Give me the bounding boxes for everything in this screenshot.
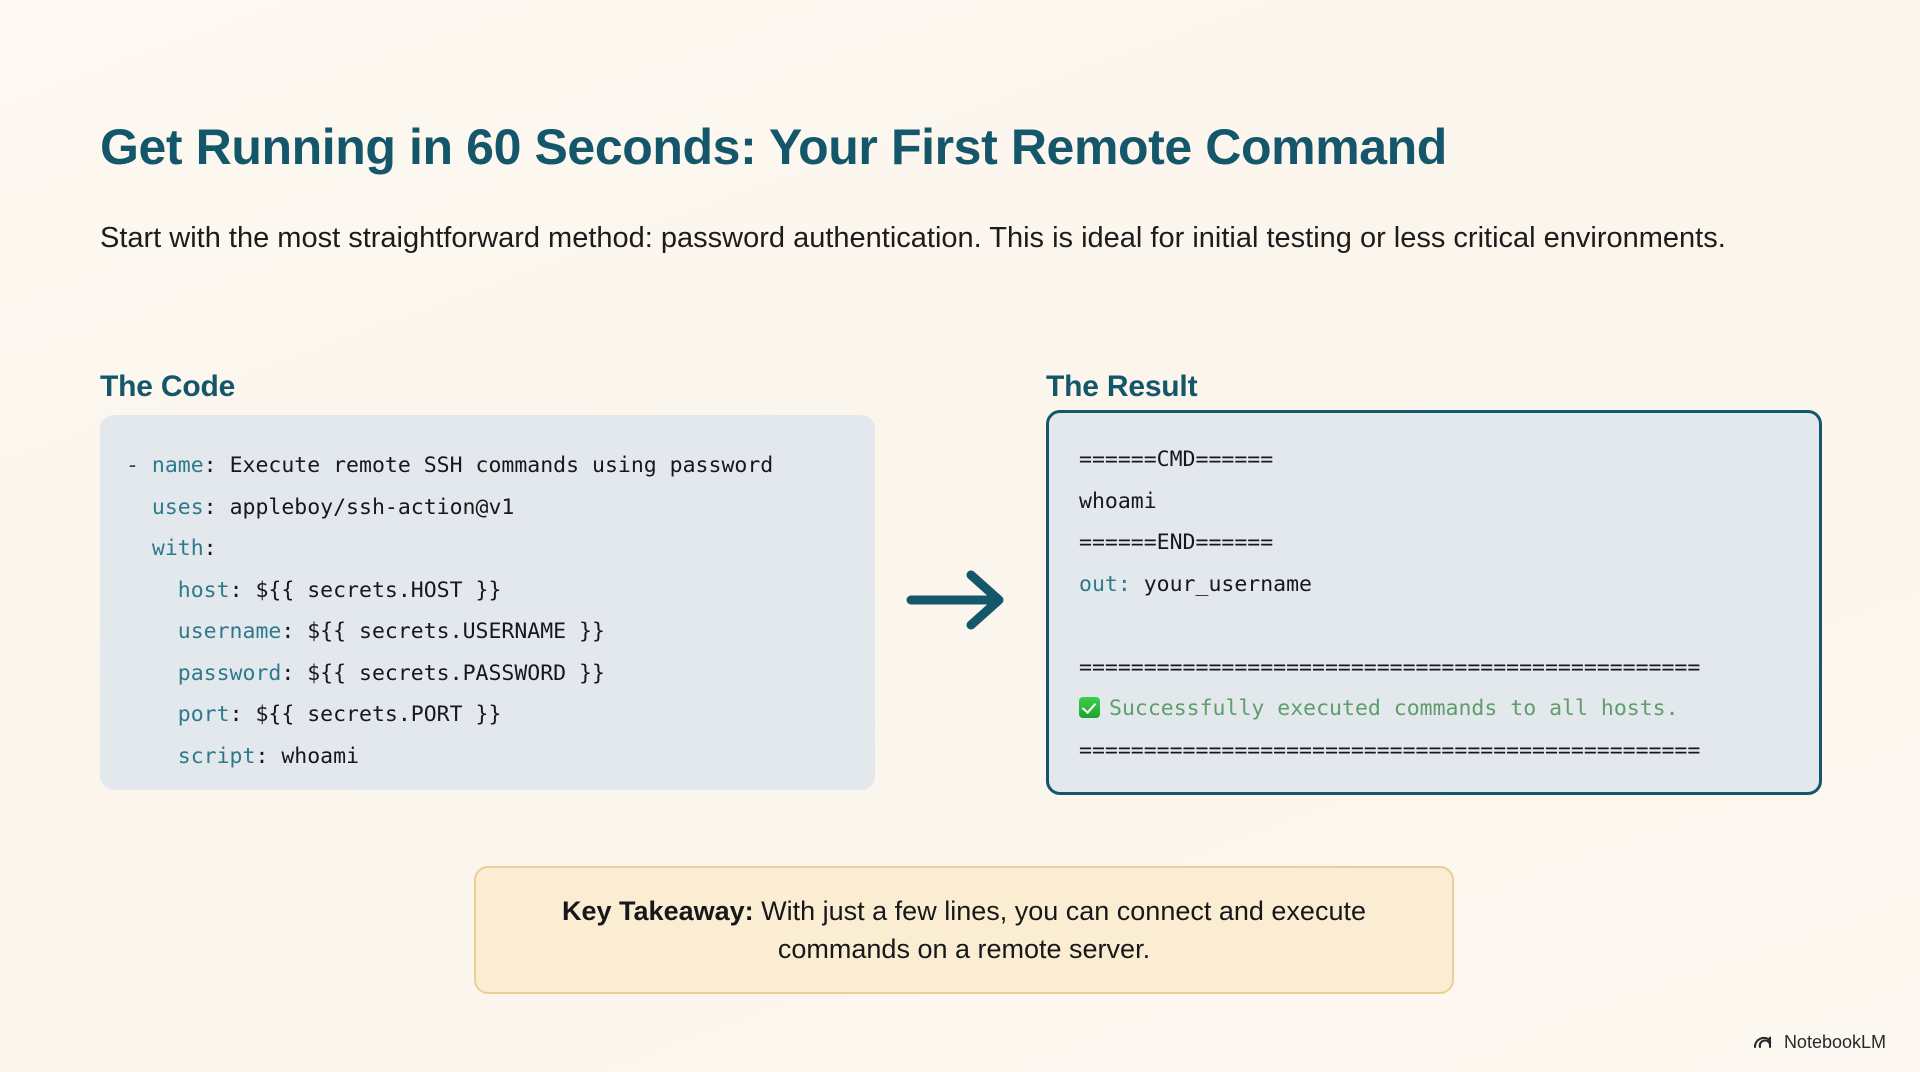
code-key: port (177, 702, 230, 727)
code-colon: : (203, 494, 230, 520)
code-value: ${{ secrets.HOST }} (255, 577, 502, 603)
code-indent (126, 578, 178, 603)
code-key: username (177, 619, 282, 644)
notebooklm-brand: NotebookLM (1753, 1031, 1886, 1054)
code-value: ${{ secrets.PORT }} (255, 702, 502, 727)
key-takeaway-box: Key Takeaway: With just a few lines, you… (474, 866, 1454, 994)
result-line: ======END====== (1079, 530, 1274, 555)
code-line: with: (126, 528, 875, 570)
code-line: username: ${{ secrets.USERNAME }} (126, 611, 875, 653)
code-line: script: whoami (126, 736, 875, 778)
code-indent (126, 619, 178, 644)
code-key: with (151, 536, 204, 561)
check-mark-icon (1079, 697, 1100, 718)
code-key: password (177, 660, 282, 686)
code-value: appleboy/ssh-action@v1 (229, 494, 515, 520)
page-title: Get Running in 60 Seconds: Your First Re… (100, 118, 1447, 175)
result-line: whoami (1079, 488, 1157, 514)
key-takeaway-label: Key Takeaway: (562, 895, 754, 926)
code-value: whoami (281, 743, 360, 769)
code-value: Execute remote SSH commands using passwo… (229, 453, 774, 478)
code-colon: : (229, 702, 256, 727)
result-success-line: Successfully executed commands to all ho… (1079, 688, 1819, 730)
code-indent (126, 495, 152, 520)
result-output-line: out: your_username (1079, 564, 1819, 606)
code-value: ${{ secrets.PASSWORD }} (307, 660, 605, 686)
code-line: host: ${{ secrets.HOST }} (126, 570, 875, 612)
code-colon: : (281, 660, 308, 686)
result-divider-line: ========================================… (1079, 654, 1701, 680)
notebooklm-brand-label: NotebookLM (1783, 1032, 1886, 1052)
code-line: - name: Execute remote SSH commands usin… (126, 445, 875, 487)
code-block-panel: - name: Execute remote SSH commands usin… (100, 415, 875, 790)
code-line: port: ${{ secrets.PORT }} (126, 694, 875, 736)
code-line: uses: appleboy/ssh-action@v1 (126, 487, 875, 529)
code-value: ${{ secrets.USERNAME }} (307, 619, 605, 644)
code-indent (126, 702, 178, 727)
code-key: name (151, 453, 204, 478)
result-output-label: out: (1079, 571, 1131, 597)
result-output-value: your_username (1130, 571, 1312, 597)
result-blank-line (1079, 605, 1819, 647)
code-indent (126, 744, 178, 769)
code-key: uses (151, 494, 204, 520)
code-colon: : (203, 536, 217, 561)
code-colon: : (281, 619, 308, 644)
code-list-dash: - (126, 453, 152, 478)
code-colon: : (255, 743, 282, 769)
code-key: script (177, 743, 256, 769)
key-takeaway-text: Key Takeaway: With just a few lines, you… (510, 892, 1418, 969)
section-heading-code: The Code (100, 369, 236, 403)
notebooklm-logo-icon (1753, 1031, 1775, 1054)
result-output-panel: ======CMD====== whoami ======END====== out:… (1046, 410, 1822, 795)
result-lines: ======CMD====== whoami ======END====== out:… (1079, 439, 1819, 771)
key-takeaway-body: With just a few lines, you can connect a… (753, 895, 1366, 964)
code-lines: - name: Execute remote SSH commands usin… (126, 445, 875, 777)
result-success-text: Successfully executed commands to all ho… (1109, 696, 1679, 721)
code-colon: : (229, 577, 256, 603)
code-colon: : (203, 453, 230, 478)
code-indent (126, 536, 152, 561)
section-heading-result: The Result (1046, 369, 1198, 403)
arrow-right-icon (905, 565, 1015, 635)
code-key: host (177, 577, 230, 603)
code-indent (126, 661, 178, 686)
page-subtitle: Start with the most straightforward meth… (100, 222, 1726, 254)
result-line: ======CMD====== (1079, 447, 1274, 472)
result-divider-line: ========================================… (1079, 737, 1701, 763)
code-line: password: ${{ secrets.PASSWORD }} (126, 653, 875, 695)
